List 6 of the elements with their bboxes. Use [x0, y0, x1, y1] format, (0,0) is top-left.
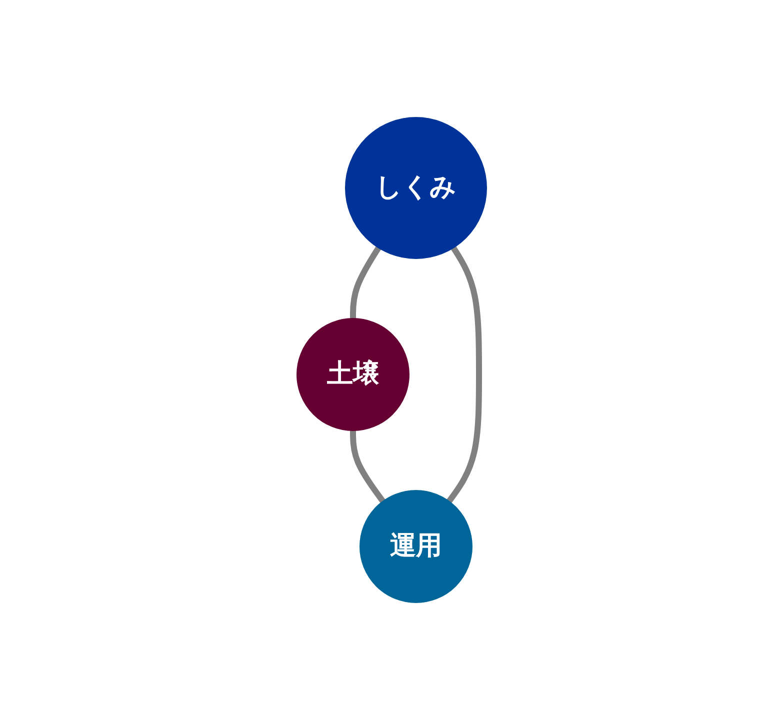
node-circle: しくみ: [345, 117, 488, 259]
connector: [350, 246, 382, 318]
connector: [446, 246, 482, 504]
node-circle: 土壌: [296, 318, 410, 431]
connector: [350, 430, 386, 504]
node-circle: 運用: [360, 490, 473, 603]
